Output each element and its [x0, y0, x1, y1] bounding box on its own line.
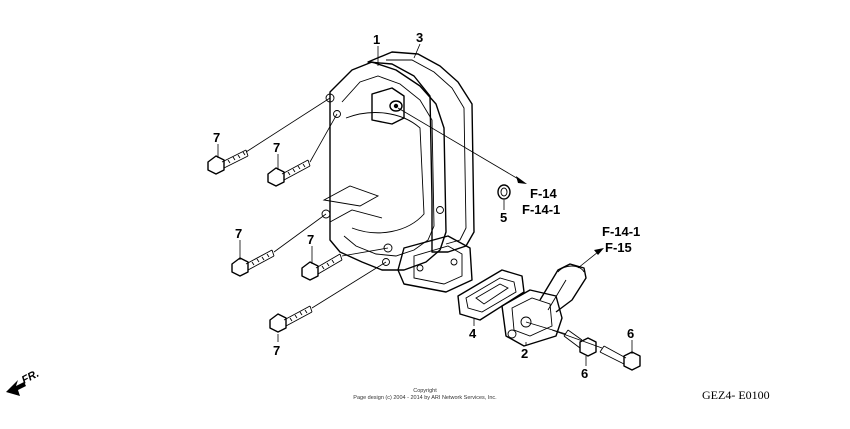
callout-4: 4 [469, 326, 477, 341]
callout-7-b: 7 [273, 140, 280, 155]
reference-right-line2: F-15 [605, 240, 632, 255]
copyright-line2: Page design (c) 2004 - 2014 by ARI Netwo… [353, 395, 497, 401]
flange-bolt-lower-left [231, 249, 275, 277]
side-cover [321, 61, 473, 293]
reference-arrow-right [594, 248, 604, 255]
copyright-line1: Copyright [413, 388, 437, 394]
callout-leaders [217, 43, 633, 366]
diagram-code: GEZ4- E0100 [702, 388, 770, 402]
flange-bolt-six-right [599, 345, 641, 371]
flange-bolt-upper-middle [267, 159, 311, 187]
callout-7-a: 7 [213, 130, 220, 145]
front-direction-arrow: FR. [6, 368, 41, 396]
callout-7-d: 7 [307, 232, 314, 247]
front-direction-label: FR. [20, 368, 41, 387]
reference-arrow-upper [516, 176, 527, 184]
callout-2: 2 [521, 346, 528, 361]
callout-1: 1 [373, 32, 380, 47]
port-gasket [457, 269, 525, 321]
flange-bolt-lower-middle [301, 253, 343, 281]
outlet-elbow [501, 263, 587, 347]
callout-6-b: 6 [581, 366, 588, 381]
assembly-lines [245, 97, 603, 349]
reference-upper-line2: F-14-1 [522, 202, 560, 217]
callout-3: 3 [416, 30, 423, 45]
callout-7-c: 7 [235, 226, 242, 241]
seal-washer [497, 184, 511, 200]
callout-7-e: 7 [273, 343, 280, 358]
flange-bolt-upper-left [207, 149, 249, 175]
flange-bolt-six-middle [563, 329, 597, 357]
reference-upper-line1: F-14 [530, 186, 558, 201]
callout-6-a: 6 [627, 326, 634, 341]
flange-bolt-bottom [269, 305, 313, 333]
callout-5: 5 [500, 210, 507, 225]
reference-right-line1: F-14-1 [602, 224, 640, 239]
